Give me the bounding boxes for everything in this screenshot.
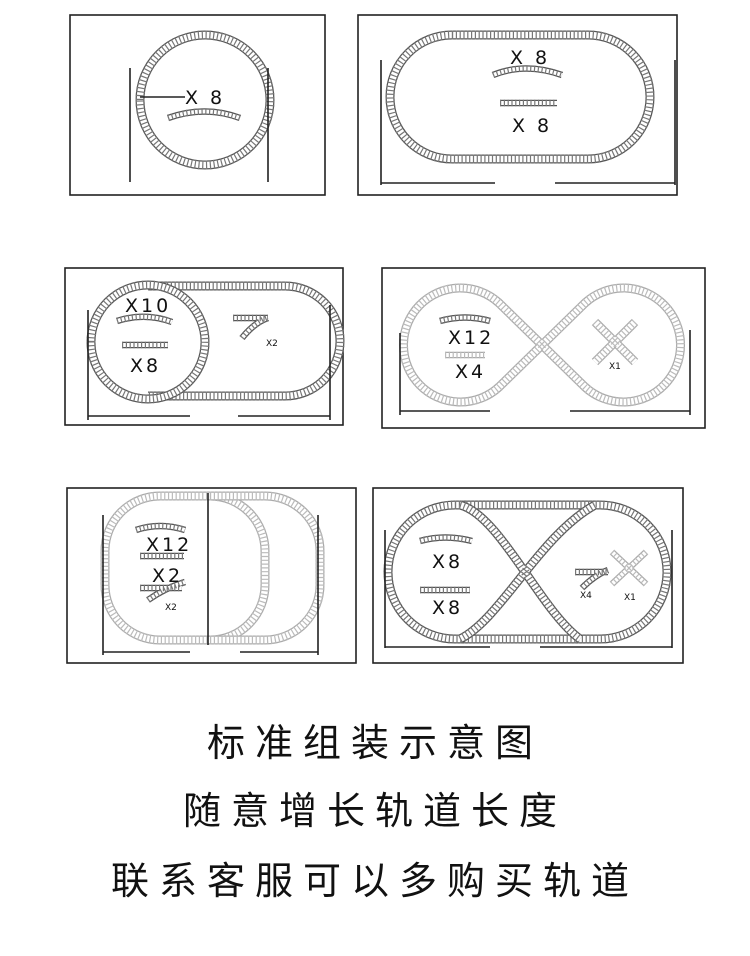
track-path xyxy=(591,318,639,366)
layout-panel-double-oval: X12 X2 X2 xyxy=(66,487,357,664)
track-count-label: X2 xyxy=(165,603,177,613)
track-path xyxy=(210,491,325,645)
track-piece-icon xyxy=(419,534,473,545)
track-bed xyxy=(592,319,638,365)
track-count-label: X 8 xyxy=(510,47,550,69)
track-count-label: X1 xyxy=(609,362,621,372)
track-tie xyxy=(148,281,345,401)
track-count-label: X4 xyxy=(580,591,592,601)
layout-panel-circle-oval: X10 X8 X2 xyxy=(64,267,345,426)
layout-panel-circle: X 8 xyxy=(69,14,326,196)
track-count-label: X4 xyxy=(455,361,486,383)
track-tie xyxy=(135,30,275,170)
track-path xyxy=(398,283,686,407)
caption-extend-track: 随意增长轨道长度 xyxy=(182,789,567,833)
track-piece-icon xyxy=(609,549,649,587)
track-bed xyxy=(492,66,563,77)
track-count-label: X 8 xyxy=(185,87,225,109)
track-tie xyxy=(116,313,174,326)
track-tie xyxy=(609,549,649,587)
track-count-label: X10 xyxy=(125,295,171,317)
track-tie xyxy=(398,283,686,407)
track-path xyxy=(86,280,210,404)
track-bed xyxy=(167,109,241,120)
track-count-label: X2 xyxy=(152,565,183,587)
track-tie xyxy=(575,566,610,591)
track-bed xyxy=(101,492,269,644)
layout-panel-oval-figure-eight: X8 X8 X4 X1 xyxy=(372,487,684,664)
track-count-label: X 8 xyxy=(512,115,552,137)
layout-panel-oval: X 8 X 8 xyxy=(357,14,678,196)
track-count-label: X1 xyxy=(624,593,636,603)
track-tie xyxy=(457,500,598,644)
caption-contact-service: 联系客服可以多购买轨道 xyxy=(110,859,639,903)
track-piece-icon xyxy=(134,522,186,534)
layout-panel-figure-eight: X12 X4 X1 xyxy=(381,267,706,429)
track-piece-icon xyxy=(491,65,564,79)
caption-standard-assembly: 标准组装示意图 xyxy=(206,721,543,765)
track-tie xyxy=(86,280,210,404)
track-piece-icon xyxy=(233,314,270,341)
track-path xyxy=(100,491,270,645)
track-tie xyxy=(233,314,270,341)
track-tie xyxy=(134,522,186,534)
track-piece-icon xyxy=(575,566,610,591)
track-path xyxy=(135,30,275,170)
track-count-label: X8 xyxy=(130,355,161,377)
track-piece-icon xyxy=(116,313,174,326)
track-path xyxy=(385,30,655,164)
track-count-label: X12 xyxy=(448,327,494,349)
track-piece-icon xyxy=(140,578,186,603)
track-count-label: X2 xyxy=(266,339,278,349)
track-path xyxy=(148,281,345,401)
track-tie xyxy=(419,534,473,545)
track-tie xyxy=(385,30,655,164)
track-count-label: X8 xyxy=(432,597,463,619)
track-bed xyxy=(210,492,324,644)
track-piece-icon xyxy=(439,314,491,325)
track-count-label: X8 xyxy=(432,551,463,573)
track-path xyxy=(383,500,672,644)
track-piece-icon xyxy=(166,108,242,122)
track-bed xyxy=(384,501,671,643)
track-tie xyxy=(439,314,491,325)
track-tie xyxy=(140,578,186,603)
track-path xyxy=(457,500,598,644)
track-count-label: X12 xyxy=(146,534,192,556)
